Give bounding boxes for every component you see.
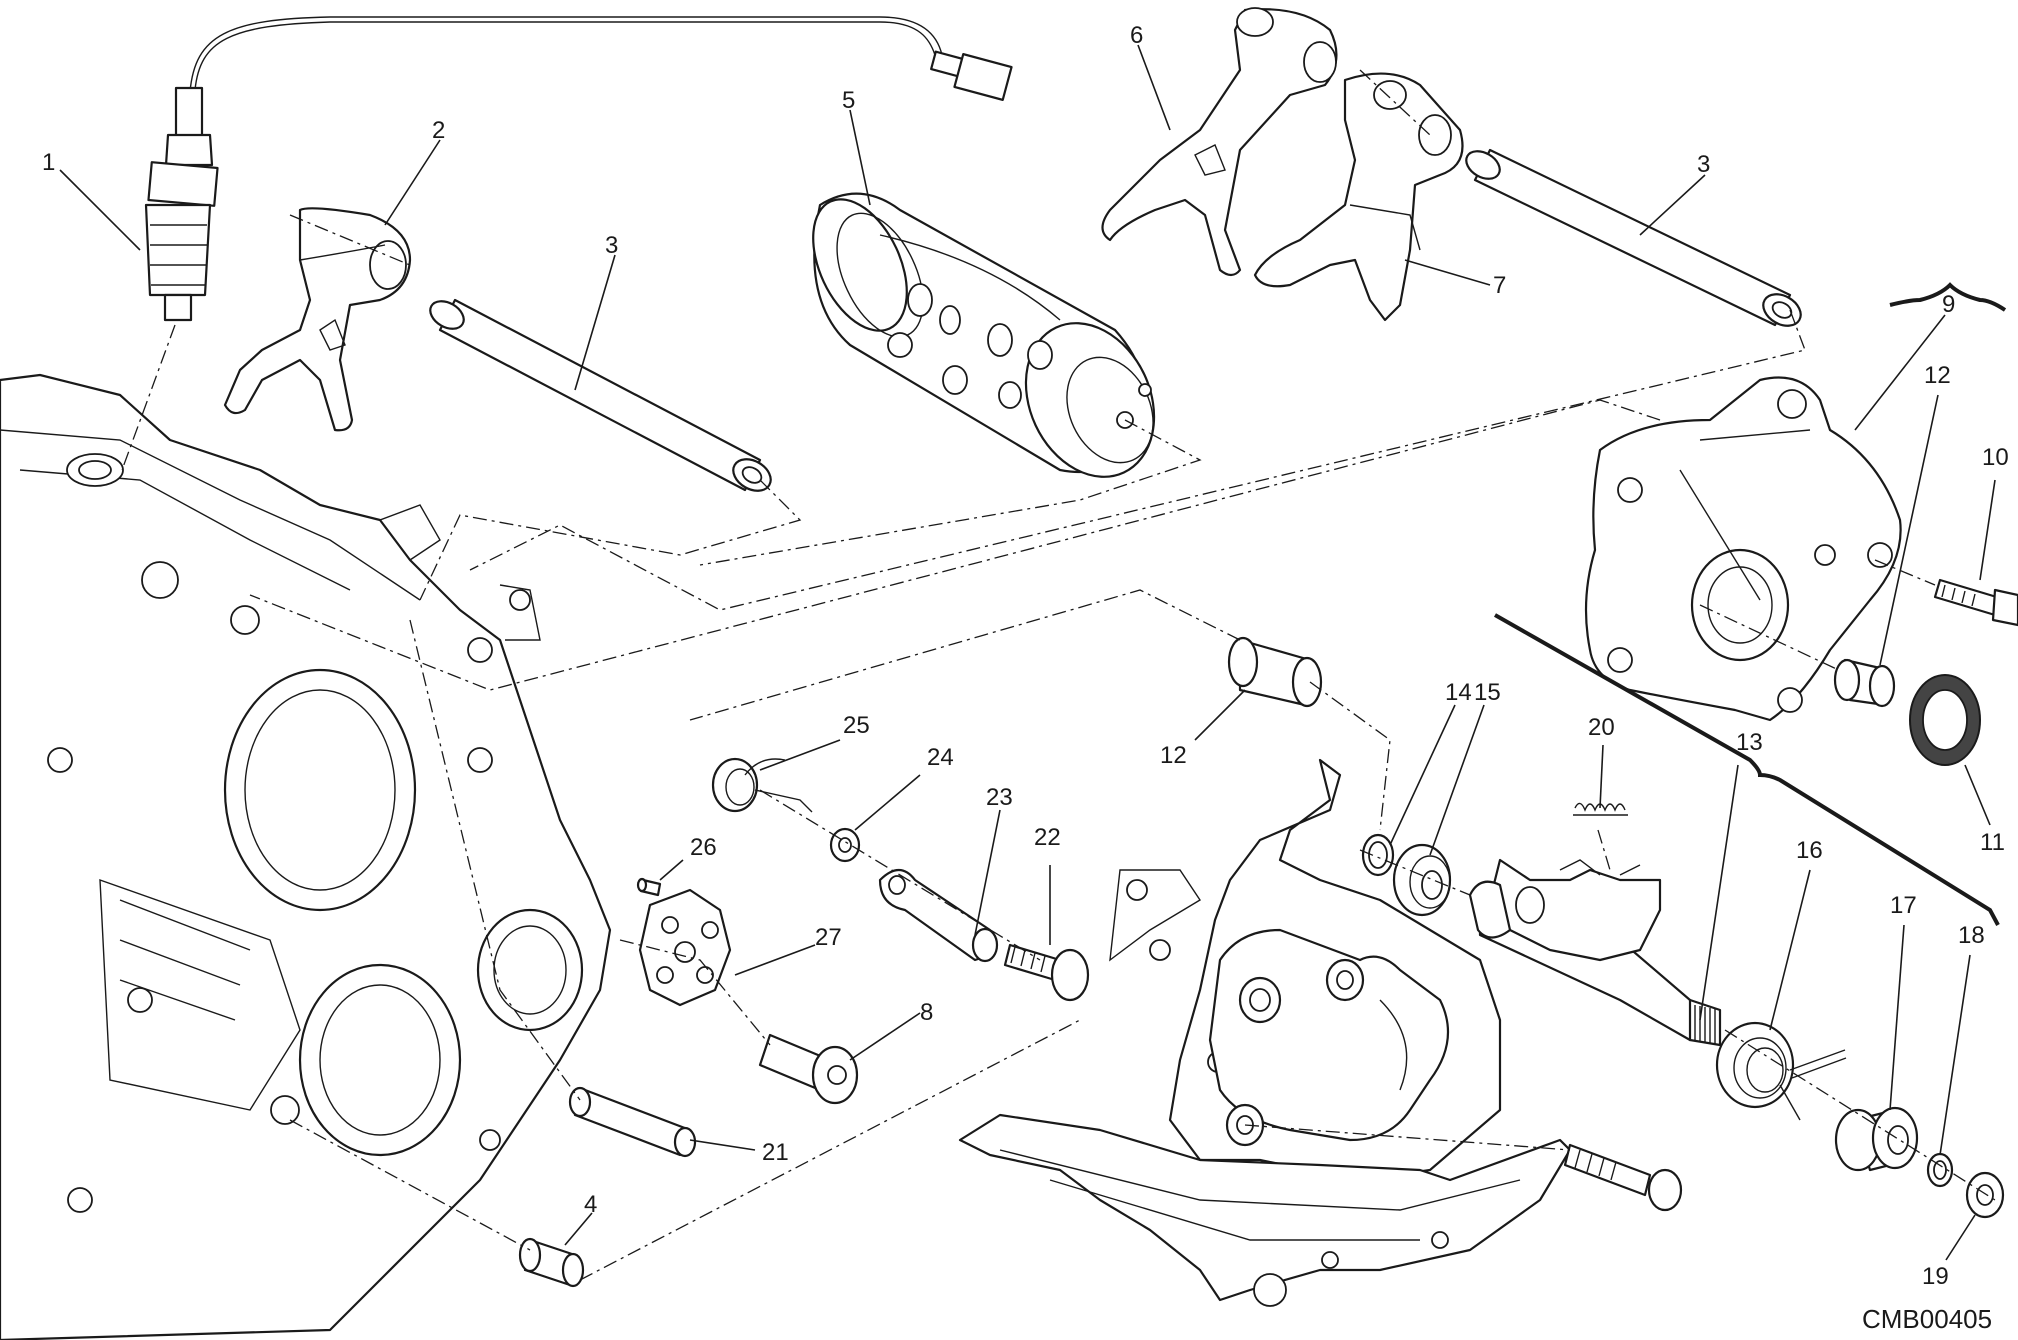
callout-12-right: 12: [1924, 362, 1951, 389]
callout-19: 19: [1922, 1263, 1949, 1290]
leader-lines: [59, 44, 1996, 1261]
bushing-4: [518, 1237, 585, 1288]
shift-fork-left: [223, 207, 412, 432]
callout-16: 16: [1796, 837, 1823, 864]
star-plate-27: [638, 888, 732, 1007]
callout-18: 18: [1958, 922, 1985, 949]
washer-24: [829, 827, 861, 863]
bushing-17: [1834, 1106, 1919, 1172]
callout-1: 1: [42, 149, 55, 176]
callout-24: 24: [927, 744, 954, 771]
spring-25: [711, 757, 813, 813]
selector-cover: [1584, 376, 1902, 722]
spring-20: [1573, 802, 1628, 871]
bracket-9: [1889, 282, 2007, 312]
bushing-15: [1392, 843, 1452, 917]
fork-rod-right: [1465, 148, 1802, 327]
bracket-13: [1494, 613, 2000, 926]
fork-rod-left: [429, 298, 772, 492]
callout-5: 5: [842, 87, 855, 114]
callout-20: 20: [1588, 714, 1615, 741]
callout-2: 2: [432, 117, 445, 144]
callout-3-right: 3: [1697, 151, 1710, 178]
callout-26: 26: [690, 834, 717, 861]
circlip-14: [1361, 833, 1395, 877]
callout-14: 14: [1445, 679, 1472, 706]
callout-10: 10: [1982, 444, 2009, 471]
shift-fork-6: [1101, 7, 1338, 277]
callout-13: 13: [1736, 729, 1763, 756]
callout-8: 8: [920, 999, 933, 1026]
shift-fork-7: [1253, 69, 1464, 322]
selector-shaft: [1468, 858, 1722, 1047]
oil-seal-11: [1909, 674, 1981, 766]
return-spring-16: [1715, 1021, 1847, 1121]
callout-3-left: 3: [605, 232, 618, 259]
callout-9: 9: [1942, 291, 1955, 318]
callout-11: 11: [1980, 829, 2005, 856]
callout-labels: 1 2 3 3 4 5 6 7 8 9 10 11 12 12 13 14 15…: [42, 22, 2009, 1290]
bolt-pedal: [1563, 1143, 1683, 1212]
callout-15: 15: [1474, 679, 1501, 706]
callout-7: 7: [1493, 272, 1506, 299]
lever-23: [878, 868, 999, 963]
bushing-12-centre: [1227, 636, 1323, 708]
callout-23: 23: [986, 784, 1013, 811]
callout-17: 17: [1890, 892, 1917, 919]
bolt-8: [758, 1033, 859, 1105]
drawing-code: CMB00405: [1862, 1304, 1992, 1334]
callout-27: 27: [815, 924, 842, 951]
bolt-10: [1933, 578, 2018, 627]
dowel-21: [568, 1086, 697, 1158]
shift-drum: [699, 192, 1202, 566]
crankcase: [0, 373, 612, 1340]
bushing-12-right: [1833, 658, 1896, 708]
gear-sensor: [121, 16, 1013, 471]
callout-21: 21: [762, 1139, 789, 1166]
callout-22: 22: [1034, 824, 1061, 851]
callout-6: 6: [1130, 22, 1143, 49]
callout-4: 4: [584, 1191, 597, 1218]
shift-pedal-body: [1208, 928, 1450, 1147]
callout-25: 25: [843, 712, 870, 739]
pin-26: [636, 877, 662, 897]
callout-12-centre: 12: [1160, 742, 1187, 769]
washer-19: [1965, 1171, 2005, 1219]
bolt-22: [1003, 943, 1090, 1002]
